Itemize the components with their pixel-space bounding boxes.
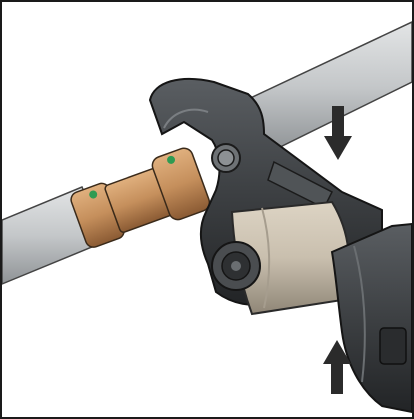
tool-body [330,222,412,414]
copper-fitting [70,147,211,248]
marker-dot-right [167,155,176,164]
arrow-down-icon [324,106,352,160]
arrow-up-icon [323,340,351,394]
marker-dot-left [89,190,98,199]
tool-grip-panel [379,327,407,365]
tool-connector [211,241,261,291]
pipe-upper-right [240,21,412,153]
